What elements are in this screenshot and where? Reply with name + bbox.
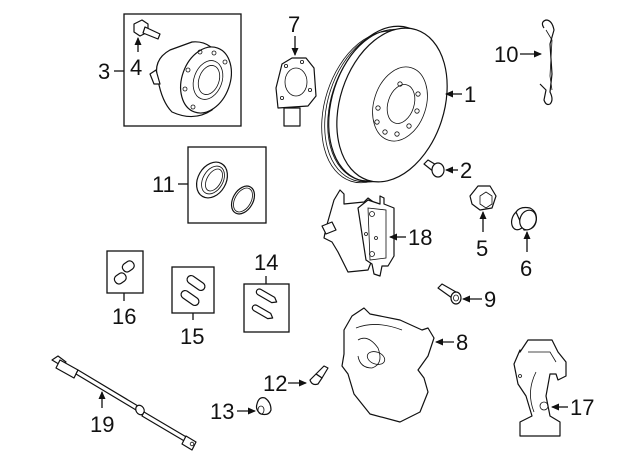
callout-5-label[interactable]: 5: [476, 236, 488, 261]
callout-9-label[interactable]: 9: [484, 287, 496, 312]
guide-pin-kit-box: [243, 283, 290, 333]
callout-11-label[interactable]: 11: [152, 172, 175, 197]
spring-clip-part[interactable]: [539, 19, 555, 106]
nut-part[interactable]: [469, 185, 497, 211]
callout-13-label[interactable]: 13: [210, 399, 234, 424]
boot-kit-group[interactable]: [106, 250, 144, 294]
caliper-part[interactable]: [341, 307, 435, 423]
caliper-bolt-part[interactable]: [437, 283, 462, 305]
caliper-bracket-part[interactable]: [513, 339, 567, 437]
callout-10-label[interactable]: 10: [494, 42, 518, 67]
brake-rotor-part[interactable]: [303, 12, 466, 197]
brake-pads-part[interactable]: [321, 189, 395, 277]
rotor-screw-part[interactable]: [423, 159, 445, 178]
bushing-kit-group[interactable]: [171, 266, 215, 314]
callout-8-label[interactable]: 8: [456, 330, 468, 355]
callout-18-label[interactable]: 18: [408, 225, 432, 250]
callout-19-label[interactable]: 19: [90, 412, 114, 437]
callout-4-label[interactable]: 4: [130, 55, 142, 80]
pad-shim-part[interactable]: [275, 57, 317, 127]
callout-15-label[interactable]: 15: [180, 324, 204, 349]
seal-kit-group[interactable]: [187, 146, 267, 224]
hub-bolt-part[interactable]: [133, 19, 161, 40]
callout-6-label[interactable]: 6: [520, 256, 532, 281]
bleeder-cap-part[interactable]: [255, 397, 272, 416]
callout-7-label[interactable]: 7: [288, 12, 300, 37]
bushing-kit-box: [171, 266, 215, 314]
callout-3-label[interactable]: 3: [98, 59, 110, 84]
callout-16-label[interactable]: 16: [112, 304, 136, 329]
wear-sensor-part[interactable]: [51, 355, 197, 451]
cap-part[interactable]: [509, 206, 539, 233]
callout-17-label[interactable]: 17: [570, 395, 594, 420]
guide-pin-kit-group[interactable]: [243, 283, 290, 333]
callout-12-label[interactable]: 12: [263, 371, 287, 396]
callout-1-label[interactable]: 1: [464, 82, 476, 107]
callout-14-label[interactable]: 14: [254, 250, 278, 275]
callout-2-label[interactable]: 2: [460, 158, 472, 183]
hub-bearing-group[interactable]: [123, 13, 242, 127]
bleeder-screw-part[interactable]: [309, 365, 329, 386]
hub-bearing-part[interactable]: [149, 40, 240, 120]
